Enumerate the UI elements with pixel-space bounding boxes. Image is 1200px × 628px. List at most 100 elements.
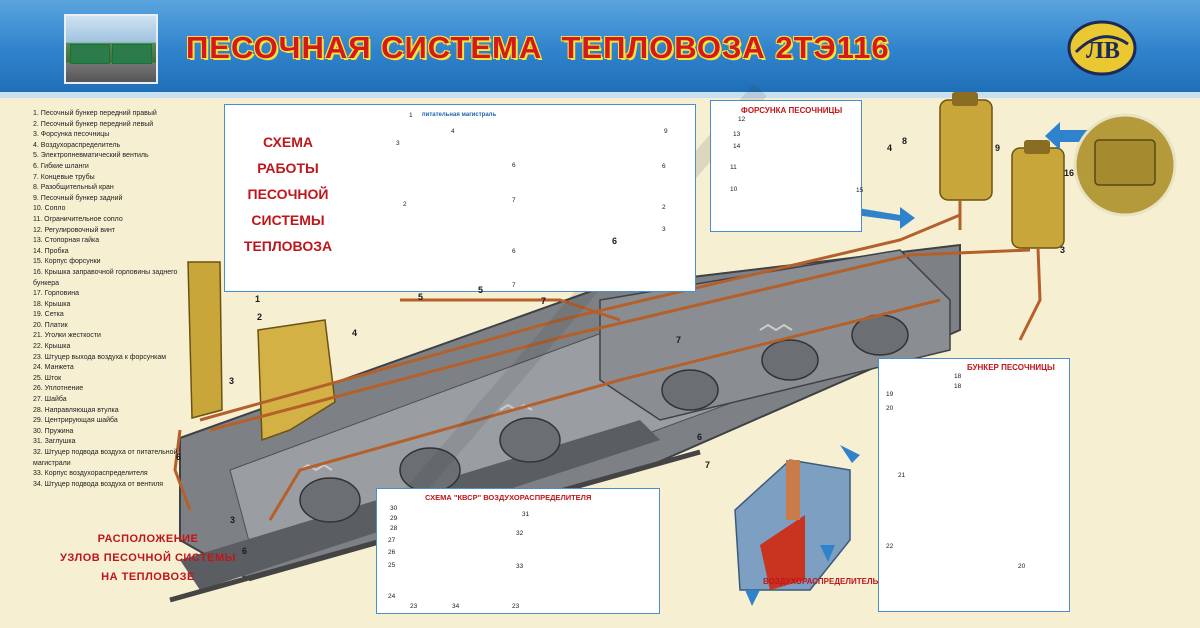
callout-number: 18 (954, 383, 962, 390)
legend-item: 7. Концевые трубы (33, 173, 95, 181)
callout-number: 13 (733, 131, 741, 138)
callout-number: 15 (856, 187, 864, 194)
callout-number: 23 (410, 603, 418, 610)
legend-item: 5. Электропневматический вентиль (33, 152, 149, 160)
callout-number: 33 (516, 563, 524, 570)
distributor-caption: ВОЗДУХОРАСПРЕДЕЛИТЕЛЬ (763, 577, 879, 586)
legend-item: 16. Крышка заправочной горловины заднего… (33, 268, 178, 287)
callout-number: 14 (733, 143, 741, 150)
callout-number: 3 (662, 226, 666, 233)
springs (299, 323, 793, 472)
legend-item: 8. Разобщительный кран (33, 184, 114, 192)
legend-item: 10. Сопло (33, 205, 66, 213)
callout-number: 2 (403, 201, 407, 208)
legend-item: 14. Пробка (33, 247, 69, 255)
callout-number: 9 (995, 143, 1001, 153)
flow-arrows (840, 122, 1090, 229)
callout-number: 27 (388, 537, 396, 544)
legend-item: 12. Регулировочный винт (33, 226, 116, 234)
scheme-title-line: СИСТЕМЫ (251, 212, 325, 228)
callout-number: 31 (522, 511, 530, 518)
legend-item: 18. Крышка (33, 300, 71, 308)
poster-title: ПЕСОЧНАЯ СИСТЕМА ТЕПЛОВОЗА 2ТЭ116 (186, 30, 890, 65)
callout-number: 4 (451, 128, 455, 135)
callout-number: 6 (512, 248, 516, 255)
legend-item: 3. Форсунка песочницы (33, 131, 110, 139)
bunker-title: БУНКЕР ПЕСОЧНИЦЫ (967, 363, 1055, 372)
scheme-title-line: РАБОТЫ (257, 160, 319, 176)
legend-item: 22. Крышка (33, 343, 71, 351)
locomotive-photo (64, 14, 158, 84)
nozzle-panel: ФОРСУНКА ПЕСОЧНИЦЫ (710, 100, 862, 232)
legend-item: 24. Манжета (33, 364, 74, 372)
callout-number: 6 (662, 163, 666, 170)
callout-number: 25 (388, 562, 396, 569)
location-caption: РАСПОЛОЖЕНИЕ УЗЛОВ ПЕСОЧНОЙ СИСТЕМЫ НА Т… (58, 530, 238, 587)
callout-number: 2 (662, 204, 666, 211)
bunker-lid-magnifier (1073, 113, 1177, 217)
legend-items: 1. Песочный бункер передний правый 2. Пес… (33, 109, 183, 490)
header-band (0, 92, 1200, 98)
callout-number: 12 (738, 116, 746, 123)
callout-number: 6 (242, 546, 248, 556)
location-caption-line: РАСПОЛОЖЕНИЕ (97, 533, 199, 545)
legend-item: 27. Шайба (33, 396, 67, 404)
legend-item: 9. Песочный бункер задний (33, 194, 123, 202)
scheme-title-line: СХЕМА (262, 134, 314, 150)
callout-number: 20 (886, 405, 894, 412)
legend-item: 34. Штуцер подвода воздуха от вентиля (33, 480, 164, 488)
callout-number: 29 (390, 515, 398, 522)
callout-number: 6 (176, 452, 182, 462)
callout-number: 8 (902, 136, 908, 146)
nozzle-title: ФОРСУНКА ПЕСОЧНИЦЫ (741, 106, 843, 115)
callout-number: 5 (478, 285, 484, 295)
lv-logo: ЛВ (1067, 20, 1137, 76)
location-caption-line: НА ТЕПЛОВОЗЕ (101, 571, 195, 583)
legend-item: 15. Корпус форсунки (33, 258, 101, 266)
scheme-title-line: ТЕПЛОВОЗА (243, 238, 333, 254)
legend-item: 32. Штуцер подвода воздуха от питательно… (33, 449, 178, 467)
header-bar (0, 0, 1200, 92)
callout-number: 32 (516, 530, 524, 537)
legend-item: 21. Уголки жесткости (33, 332, 101, 340)
callout-number: 30 (390, 505, 398, 512)
feed-line-label: питательная магистраль (422, 112, 497, 118)
callout-number: 4 (887, 143, 893, 153)
callout-number: 16 (1064, 168, 1075, 178)
callout-number: 18 (954, 373, 962, 380)
callout-number: 7 (512, 197, 516, 204)
legend-item: 1. Песочный бункер передний правый (33, 110, 157, 117)
scheme-panel: СХЕМА РАБОТЫ ПЕСОЧНОЙ СИСТЕМЫ ТЕПЛОВОЗА … (224, 104, 696, 292)
callout-number: 1 (409, 112, 413, 119)
callout-number: 6 (512, 162, 516, 169)
legend-item: 2. Песочный бункер передний левый (33, 120, 154, 128)
callout-number: 24 (388, 593, 396, 600)
callout-number: 7 (541, 296, 547, 306)
legend-item: 29. Центрирующая шайба (33, 417, 118, 425)
legend-item: 6. Гибкие шланги (33, 162, 89, 170)
callout-number: 26 (388, 549, 396, 556)
legend-list: 1. Песочный бункер передний правый 2. Пес… (33, 109, 183, 490)
callout-number: 1 (255, 294, 261, 304)
callout-number: 6 (612, 236, 618, 246)
callout-number: 9 (664, 128, 668, 135)
legend-item: 19. Сетка (33, 311, 64, 319)
logo-text: ЛВ (1086, 38, 1120, 64)
callout-number: 3 (229, 376, 235, 386)
callout-number: 28 (390, 525, 398, 532)
callout-number: 22 (886, 543, 894, 550)
kvsr-panel: СХЕМА "КВСР" ВОЗДУХОРАСПРЕДЕЛИТЕЛЯ (376, 488, 660, 614)
callout-number: 7 (676, 335, 682, 345)
legend-item: 28. Направляющая втулка (33, 406, 119, 414)
callout-number: 11 (730, 164, 737, 171)
legend-item: 23. Штуцер выхода воздуха к форсункам (33, 353, 167, 361)
rear-sand-bunkers (939, 92, 1065, 249)
callout-number: 3 (230, 515, 236, 525)
legend-item: 31. Заглушка (33, 438, 76, 446)
callout-number: 34 (452, 603, 460, 610)
callout-number: 3 (396, 140, 400, 147)
bunker-panel: БУНКЕР ПЕСОЧНИЦЫ (878, 358, 1070, 612)
legend-item: 4. Воздухораспределитель (33, 141, 121, 149)
callout-number: 21 (898, 472, 906, 479)
